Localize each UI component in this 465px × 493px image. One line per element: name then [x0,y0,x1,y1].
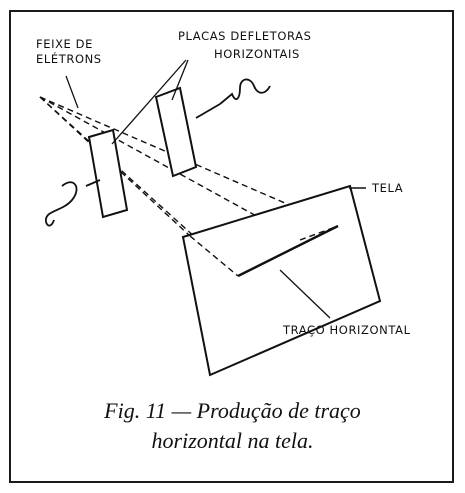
label-feixe-line1: FEIXE DE [36,37,93,51]
traco-leader [279,269,331,319]
horizontal-trace [237,224,339,278]
label-placas-line1: PLACAS DEFLETORAS [178,29,312,43]
crt-screen [181,184,382,377]
plate-label-leaders [111,59,189,145]
feixe-leader [65,75,79,109]
label-tela: TELA [371,181,403,195]
deflection-plate-rear [154,86,198,178]
rear-plate-lead [195,103,221,119]
plate-leads [45,78,271,227]
front-plate-lead [85,179,101,187]
deflection-plate-front [87,128,129,219]
rear-signal-wave-icon [219,78,271,105]
figure-caption-line1: Fig. 11 — Produção de traço [104,398,361,423]
label-traco-horizontal: TRAÇO HORIZONTAL [282,323,411,337]
beam-rays-on-screen [189,225,339,277]
figure-caption-line2: horizontal na tela. [151,428,314,453]
label-feixe-line2: ELÉTRONS [36,51,102,66]
label-placas-line2: HORIZONTAIS [214,47,300,61]
front-signal-wave-icon [45,181,78,227]
